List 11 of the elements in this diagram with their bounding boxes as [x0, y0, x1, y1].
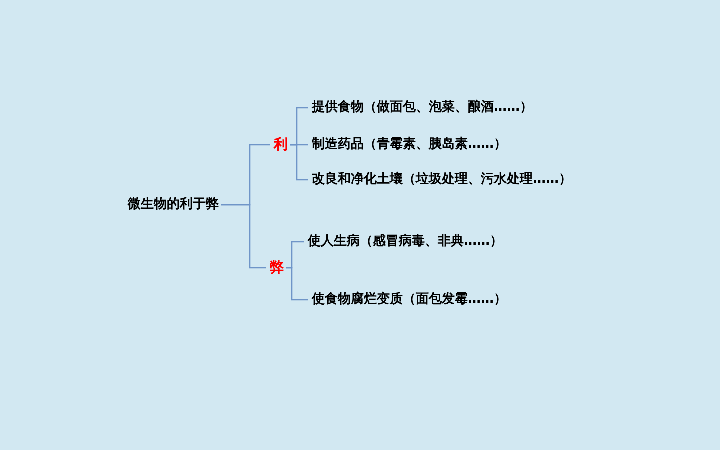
bracket-line [221, 204, 266, 269]
item-text: 改良和净化土壤（垃圾处理、污水处理……） [312, 171, 572, 189]
item-text: 使人生病（感冒病毒、非典……） [308, 233, 503, 251]
bracket-line [290, 144, 308, 181]
item-text: 使食物腐烂变质（面包发霉……） [312, 291, 507, 309]
heading-text: 微生物的利于弊 [128, 196, 219, 214]
category-text: 弊 [270, 259, 284, 277]
item-text: 提供食物（做面包、泡菜、酿酒……） [312, 99, 533, 117]
item-text: 制造药品（青霉素、胰岛素……） [312, 136, 507, 154]
bracket-line [286, 267, 308, 301]
category-text: 利 [274, 136, 288, 154]
